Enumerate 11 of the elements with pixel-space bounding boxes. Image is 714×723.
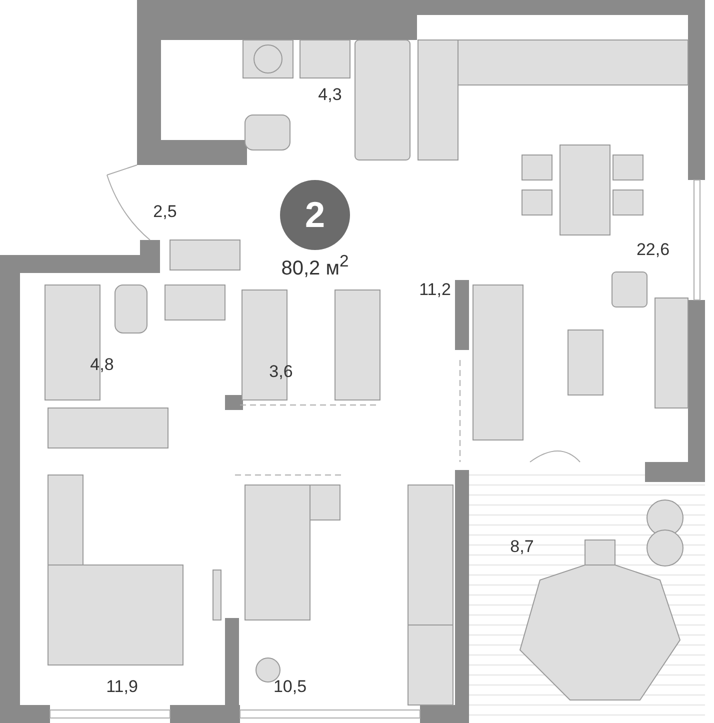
total-area: 80,2 м$^{2}$ xyxy=(281,252,349,280)
room-area: 10,5 xyxy=(273,677,307,697)
room-area: 8,7 xyxy=(510,537,534,557)
room-area: 22,6 xyxy=(636,240,670,260)
room-area: 4,8 xyxy=(90,355,114,375)
room-area: 11,2 xyxy=(419,280,451,300)
room-area: 2,5 xyxy=(153,202,177,222)
room-area: 3,6 xyxy=(269,362,293,382)
room-area: 4,3 xyxy=(318,85,342,105)
room-count-circle: 2 xyxy=(280,180,350,250)
room-area: 11,9 xyxy=(106,677,138,697)
